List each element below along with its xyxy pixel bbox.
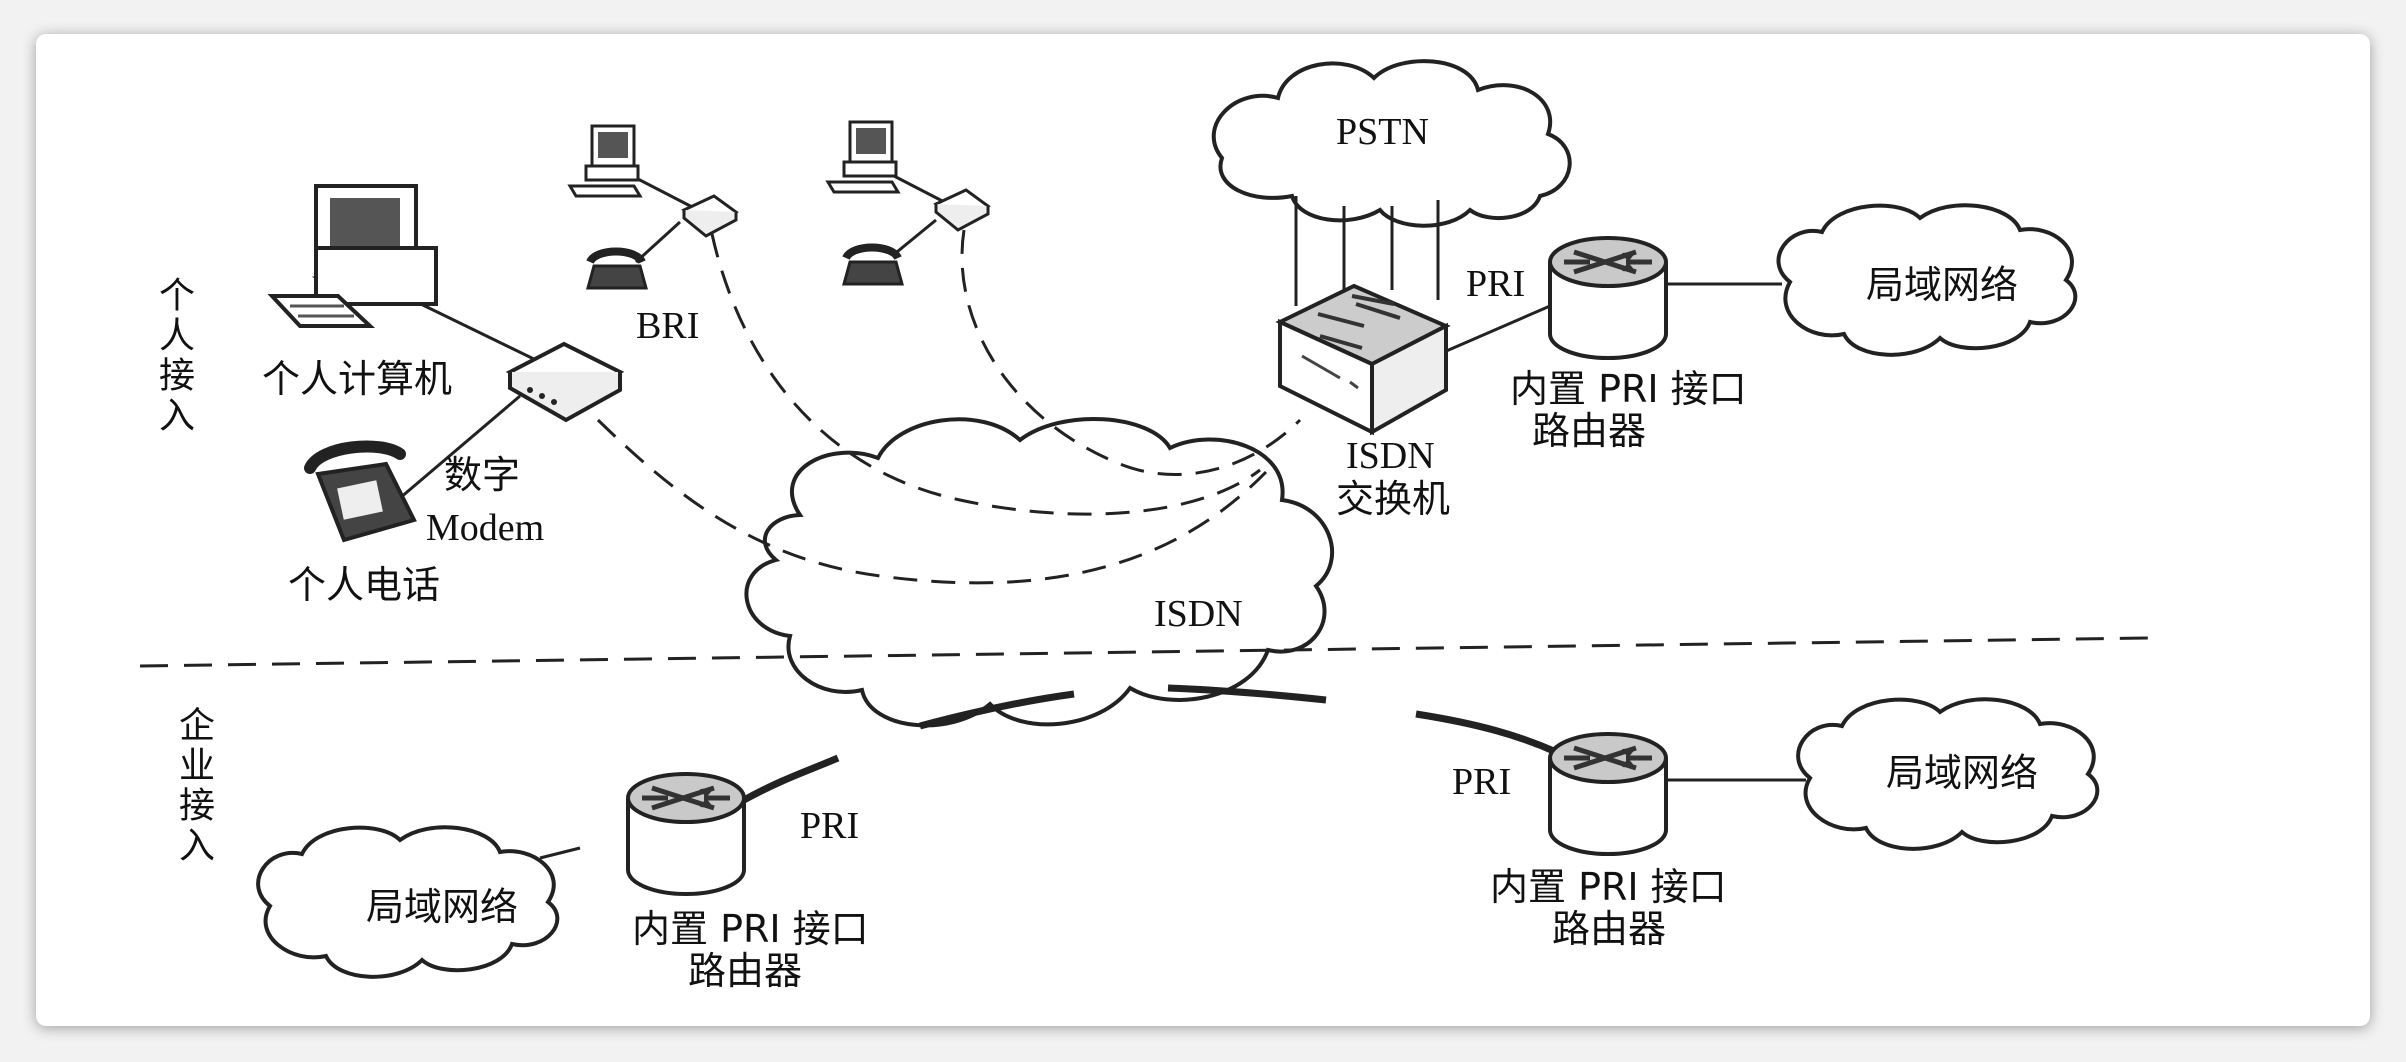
section-divider bbox=[139, 636, 2151, 668]
bri-phone-icon-1 bbox=[588, 252, 646, 289]
isdn-switch-icon bbox=[1275, 283, 1451, 436]
bri-pc-link-1 bbox=[635, 176, 699, 212]
bri-phone-link-2 bbox=[891, 218, 937, 258]
router-label-mid-line2: 路由器 bbox=[1552, 907, 1666, 951]
router-label-bottom-line2: 路由器 bbox=[688, 949, 802, 993]
lan-label-top: 局域网络 bbox=[1866, 263, 2018, 307]
isdn-cloud bbox=[744, 417, 1334, 728]
lan-cloud-mid-right bbox=[1796, 697, 2100, 851]
personal-computer-icon bbox=[267, 184, 438, 328]
pri-link-right bbox=[1415, 710, 1558, 756]
router-label-top-line1: 内置 PRI 接口 bbox=[1510, 367, 1747, 411]
lan-cloud-bottom-left bbox=[256, 825, 560, 979]
router-icon-bottom-left bbox=[628, 774, 744, 894]
bri-label: BRI bbox=[636, 305, 699, 347]
router-icon-mid-right bbox=[1550, 734, 1666, 854]
pri-label-mid: PRI bbox=[1452, 761, 1511, 803]
router-lan-link-bottom bbox=[539, 846, 581, 860]
switch-router-pri-link bbox=[1443, 304, 1551, 354]
bri-adapter-icon-1 bbox=[682, 194, 738, 238]
phone-label: 个人电话 bbox=[288, 563, 440, 607]
lan-label-bottom: 局域网络 bbox=[366, 885, 518, 929]
router-label-bottom-line1: 内置 PRI 接口 bbox=[632, 907, 869, 951]
isdn-switch-label-line2: 交换机 bbox=[1336, 477, 1450, 521]
digital-modem-icon bbox=[505, 341, 625, 423]
router-label-mid-line1: 内置 PRI 接口 bbox=[1490, 865, 1727, 909]
isdn-switch-label-line1: ISDN bbox=[1346, 435, 1435, 477]
pc-label: 个人计算机 bbox=[262, 357, 452, 401]
section-label-enterprise: 企业接入 bbox=[173, 706, 214, 866]
router-label-top-line2: 路由器 bbox=[1532, 409, 1646, 453]
bri-phone-icon-2 bbox=[844, 248, 902, 285]
bri-computer-icon-2 bbox=[826, 120, 900, 194]
bri-computer-icon-1 bbox=[568, 124, 642, 198]
bri-adapter-icon-2 bbox=[934, 188, 990, 232]
modem-label-line2: Modem bbox=[426, 507, 544, 549]
router-icon-top-right bbox=[1550, 238, 1666, 358]
pri-label-top: PRI bbox=[1466, 263, 1525, 305]
lan-cloud-top-right bbox=[1776, 203, 2078, 357]
pri-label-bottom: PRI bbox=[800, 805, 859, 847]
pstn-label: PSTN bbox=[1336, 111, 1429, 153]
section-label-personal: 个人接入 bbox=[153, 276, 194, 436]
bri-phone-link-1 bbox=[634, 220, 682, 264]
personal-phone-icon bbox=[304, 440, 417, 543]
pri-link-bottom-left bbox=[742, 754, 840, 804]
pri-link-inner-left bbox=[919, 690, 1075, 730]
bri-dialup-path-2 bbox=[960, 229, 1302, 476]
isdn-cloud-label: ISDN bbox=[1154, 593, 1243, 635]
pstn-cloud bbox=[1211, 59, 1572, 228]
phone-modem-link bbox=[399, 394, 521, 500]
modem-label-line1: 数字 bbox=[444, 453, 520, 497]
pri-link-inner-right bbox=[1167, 684, 1327, 704]
lan-label-mid: 局域网络 bbox=[1886, 751, 2038, 795]
